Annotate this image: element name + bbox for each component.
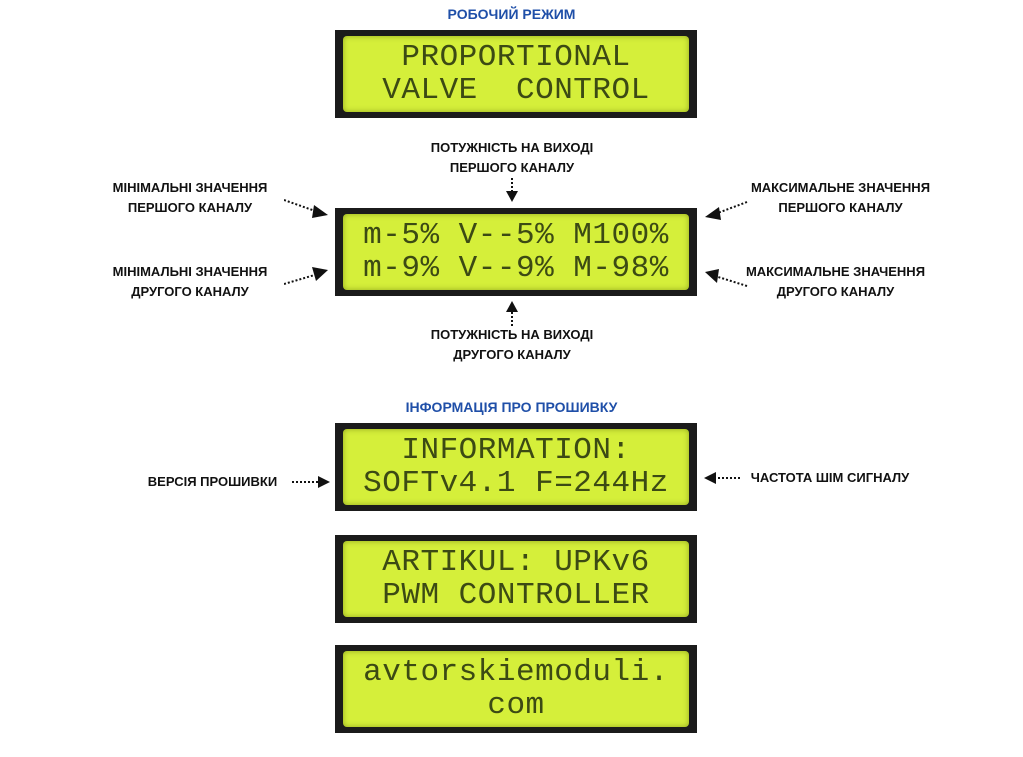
lcd-line: avtorskiemoduli.: [363, 655, 669, 690]
lcd-line: VALVE CONTROL: [382, 73, 650, 108]
lcd-artikul: ARTIKUL: UPKv6 PWM CONTROLLER: [335, 535, 697, 623]
arrow-left-icon: [704, 472, 742, 484]
arrow-right-icon: [284, 267, 328, 285]
lcd-line: m-9% V--9% M-98%: [363, 251, 669, 286]
lcd-mode: PROPORTIONAL VALVE CONTROL: [335, 30, 697, 118]
arrow-down-icon: [506, 178, 518, 202]
lcd-line: SOFTv4.1 F=244Hz: [363, 466, 669, 501]
arrow-right-icon: [284, 199, 328, 218]
arrow-right-icon: [292, 476, 330, 488]
arrow-up-icon: [506, 301, 518, 326]
annotation-pwm-frequency: ЧАСТОТА ШІМ СИГНАЛУ: [750, 470, 910, 485]
lcd-website: avtorskiemoduli. com: [335, 645, 697, 733]
lcd-line: PROPORTIONAL: [401, 40, 631, 75]
lcd-line: m-5% V--5% M100%: [363, 218, 669, 253]
lcd-line: ARTIKUL: UPKv6: [382, 545, 650, 580]
lcd-info: INFORMATION: SOFTv4.1 F=244Hz: [335, 423, 697, 511]
section-title-working-mode: РОБОЧИЙ РЕЖИМ: [447, 6, 576, 22]
arrow-left-icon: [705, 269, 748, 287]
annotation-firmware-version: ВЕРСІЯ ПРОШИВКИ: [147, 474, 278, 489]
lcd-values: m-5% V--5% M100% m-9% V--9% M-98%: [335, 208, 697, 296]
arrow-left-icon: [705, 201, 748, 220]
lcd-line: INFORMATION:: [401, 433, 631, 468]
section-title-firmware-info: ІНФОРМАЦІЯ ПРО ПРОШИВКУ: [405, 399, 618, 415]
lcd-line: com: [487, 688, 545, 723]
lcd-line: PWM CONTROLLER: [382, 578, 650, 613]
